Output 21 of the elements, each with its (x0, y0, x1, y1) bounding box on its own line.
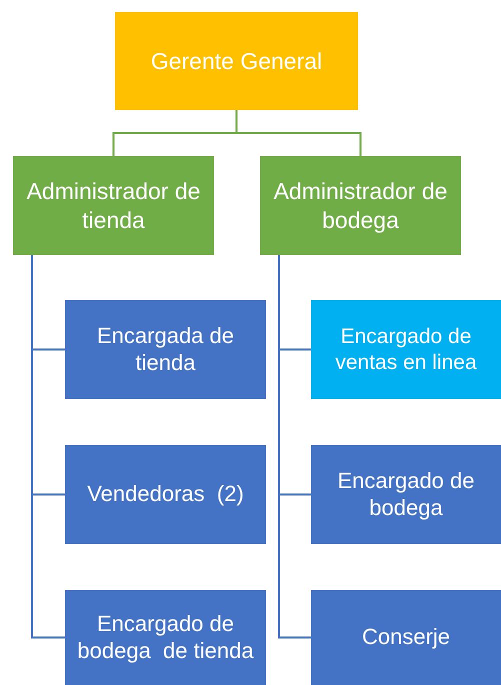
org-box (13, 156, 214, 255)
connector-line (278, 255, 311, 638)
role-title: Administrador de tienda (26, 177, 202, 234)
role-title: Encargado de ventas en linea (334, 324, 478, 376)
role-title: Encargado de bodega (336, 468, 476, 522)
org-box (311, 300, 501, 399)
org-box (115, 12, 358, 110)
connector-line (31, 255, 65, 638)
role-title: Gerente General (150, 46, 322, 76)
role-title: Administrador de bodega (272, 177, 448, 234)
org-box (311, 445, 501, 544)
role-title: Encargado de bodega de tienda (76, 610, 255, 664)
connector-line (236, 110, 362, 156)
org-box (311, 590, 501, 685)
org-box (65, 590, 266, 685)
role-title: Vendedoras (2) (87, 481, 244, 508)
role-title: Encargada de tienda (96, 322, 235, 376)
org-box (65, 445, 266, 544)
org-box (65, 300, 266, 399)
role-title: Conserje (362, 624, 450, 651)
org-box (260, 156, 461, 255)
